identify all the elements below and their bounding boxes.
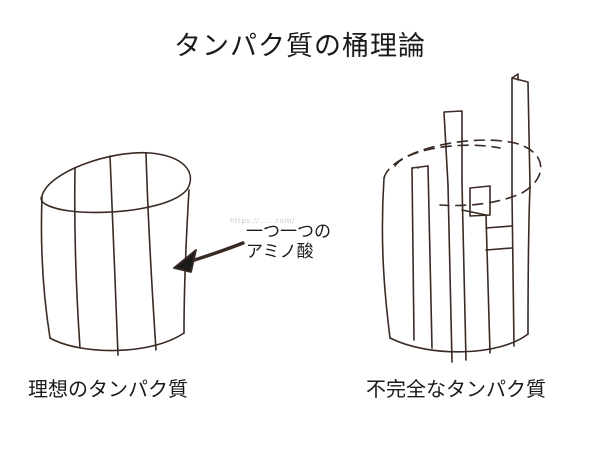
incomplete-barrel-stave [485,214,491,354]
annotation-line-1: 一つ一つの [246,222,331,242]
amino-acid-arrow [173,241,245,273]
incomplete-barrel-stave-top [411,165,429,169]
ideal-barrel [40,151,192,356]
ideal-protein-label: 理想のタンパク質 [28,377,188,401]
amino-acid-annotation: 一つ一つの アミノ酸 [246,222,331,262]
incomplete-barrel-stave-top [469,185,491,217]
ideal-barrel-rim [40,151,192,214]
watermark-text: https://......com/ [230,217,295,225]
annotation-line-2: アミノ酸 [246,242,314,262]
incomplete-barrel-stave [447,184,453,363]
ideal-barrel-bottom [49,332,185,352]
ideal-barrel-stave [145,152,157,351]
incomplete-barrel-stave [511,193,515,347]
incomplete-barrel-stave-top [461,209,487,216]
incomplete-barrel-stave [461,182,467,361]
ideal-barrel-stave [73,167,81,349]
incomplete-protein-label: 不完全なタンパク質 [366,377,546,401]
arrow-head [173,249,197,273]
incomplete-barrel-stave [411,167,415,341]
incomplete-barrel-rim [383,139,542,207]
incomplete-barrel-stave-top [485,225,513,229]
ideal-barrel-stave [109,155,119,356]
incomplete-barrel-tall-stave [511,73,531,195]
incomplete-barrel-bottom [389,333,529,353]
diagram-title: タンパク質の桶理論 [174,31,426,62]
incomplete-barrel [381,73,542,363]
incomplete-barrel-tall-stave [443,110,463,186]
incomplete-barrel-left-side [381,177,391,339]
incomplete-barrel-stave-top [485,247,513,251]
incomplete-barrel-stave [427,165,433,349]
incomplete-barrel-rim-back [394,144,501,167]
ideal-barrel-left-side [40,196,51,339]
incomplete-barrel-right-side [527,185,531,335]
